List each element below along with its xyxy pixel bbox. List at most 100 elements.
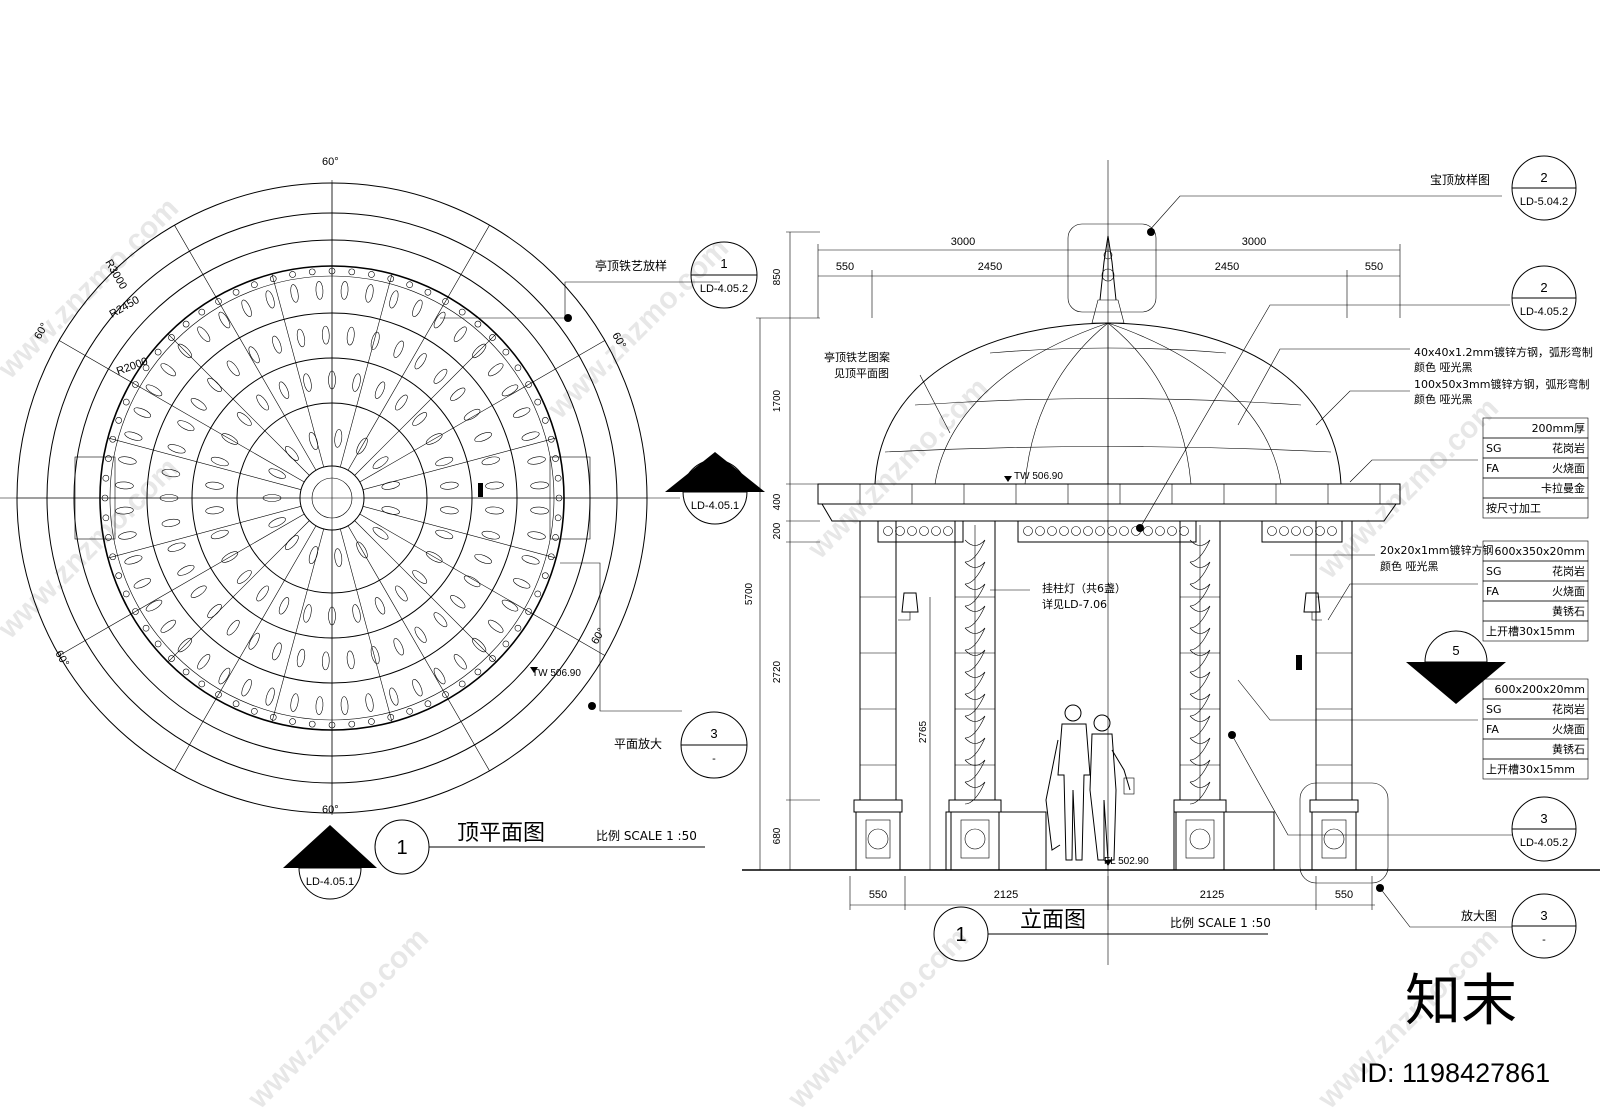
leaf-ornament <box>167 542 186 552</box>
spec-cell: 花岗岩 <box>1552 702 1585 716</box>
ring-center-inner <box>311 477 353 519</box>
scroll-ornament <box>102 514 110 522</box>
spec-cell: 卡拉曼金 <box>1541 481 1585 495</box>
spec-cell: 火烧面 <box>1552 585 1585 598</box>
scroll-ornament <box>424 288 432 296</box>
tw-level: TW 506.90 <box>532 668 581 679</box>
watermark-id: ID: 1198427861 <box>1360 1058 1550 1088</box>
spec-cell: 上开槽30x15mm <box>1486 763 1575 776</box>
leaf-ornament <box>161 469 181 478</box>
scroll-ornament <box>555 494 563 502</box>
leaf-ornament <box>334 548 343 567</box>
leaf-ornament <box>372 456 389 470</box>
level-marker <box>1004 476 1012 482</box>
callout-bubble: 3 - <box>1511 893 1577 959</box>
scroll-ornament <box>182 668 190 676</box>
leaf-ornament <box>210 529 229 540</box>
plan-number: 1 <box>396 837 407 859</box>
leader-dot <box>1136 524 1144 532</box>
leaf-ornament <box>374 597 386 615</box>
note-flat-steel: 颜色 哑光黑 <box>1380 559 1439 573</box>
leaf-ornament <box>118 531 137 540</box>
plan-spoke <box>339 273 393 468</box>
leaf-ornament <box>268 468 286 479</box>
spec-cell: 火烧面 <box>1552 723 1585 736</box>
callout-bubble: 2 LD-5.04.2 <box>1511 155 1577 221</box>
svg-text:LD-4.05.1: LD-4.05.1 <box>306 876 354 888</box>
leaf-ornament <box>365 284 374 303</box>
leaf-ornament <box>513 578 531 589</box>
leaf-ornament <box>433 311 446 329</box>
leaf-ornament <box>346 326 355 346</box>
svg-text:LD-4.05.1: LD-4.05.1 <box>691 500 739 512</box>
scroll-ornament <box>387 275 395 283</box>
scroll-ornament <box>142 624 150 632</box>
scroll-ornament <box>368 271 375 278</box>
leaf-ornament <box>321 325 330 345</box>
leader-line <box>919 374 951 434</box>
plan-spoke <box>347 525 490 771</box>
leaf-ornament <box>226 619 240 636</box>
plan-spoke <box>174 525 317 771</box>
leaf-ornament <box>256 394 269 411</box>
leaf-ornament <box>527 531 546 540</box>
svg-text:3: 3 <box>710 726 717 741</box>
svg-text:2: 2 <box>711 474 718 489</box>
svg-text:1: 1 <box>720 256 727 271</box>
leaf-ornament <box>290 693 299 712</box>
scroll-ornament <box>502 640 510 648</box>
leaf-ornament <box>450 595 466 609</box>
svg-text:550: 550 <box>836 261 854 273</box>
leaf-ornament <box>370 331 380 350</box>
plan-ornaments <box>101 267 563 729</box>
scroll-ornament <box>534 398 542 406</box>
scroll-ornament <box>328 721 336 729</box>
svg-text:850: 850 <box>772 268 783 285</box>
scroll-ornament <box>105 534 112 541</box>
leaf-ornament <box>334 429 343 448</box>
plan-spoke <box>354 333 497 476</box>
scroll-ornament <box>328 267 336 275</box>
wall-lamp <box>898 592 919 621</box>
leaf-ornament <box>463 575 481 588</box>
spec-cell: 600x350x20mm <box>1495 545 1585 558</box>
leaf-ornament <box>177 420 195 432</box>
watermark-text: www.znzmo.com <box>0 452 185 646</box>
columns <box>853 520 1359 871</box>
leaf-ornament <box>221 551 239 563</box>
leaf-ornament <box>501 599 519 612</box>
leaf-ornament <box>145 599 163 612</box>
scroll-ornament <box>251 281 258 288</box>
leaf-ornament <box>272 335 282 354</box>
leaf-ornament <box>374 381 386 399</box>
leaf-ornament <box>296 328 306 348</box>
detail-frame <box>1299 782 1389 884</box>
svg-text:680: 680 <box>772 827 783 844</box>
leaf-ornament <box>521 431 540 441</box>
leader-line <box>560 562 682 712</box>
svg-text:550: 550 <box>1335 889 1353 901</box>
spec-cell: 200mm厚 <box>1532 422 1585 435</box>
scroll-ornament <box>232 700 240 708</box>
note-finial: 宝顶放样图 <box>1430 172 1490 187</box>
leaf-ornament <box>124 431 143 441</box>
svg-text:2765: 2765 <box>918 720 929 743</box>
leaf-ornament <box>315 696 324 715</box>
leaf-ornament <box>395 585 408 602</box>
scroll-ornament <box>424 700 432 708</box>
leader-line <box>1237 348 1410 426</box>
leaf-ornament <box>115 506 134 515</box>
leaf-ornament <box>256 585 269 602</box>
scroll-ornament <box>232 288 240 296</box>
svg-text:LD-4.05.2: LD-4.05.2 <box>1520 837 1568 849</box>
leader-line <box>1327 583 1478 621</box>
svg-text:2450: 2450 <box>1215 261 1239 273</box>
leaf-ornament <box>370 646 380 665</box>
plan-spoke <box>167 520 310 663</box>
leaf-ornament <box>303 604 312 623</box>
scroll-ornament <box>154 640 162 648</box>
section-mark: 1 LD-4.05.1 <box>283 825 377 900</box>
plan-spoke <box>174 225 317 471</box>
scroll-ornament <box>289 271 296 278</box>
